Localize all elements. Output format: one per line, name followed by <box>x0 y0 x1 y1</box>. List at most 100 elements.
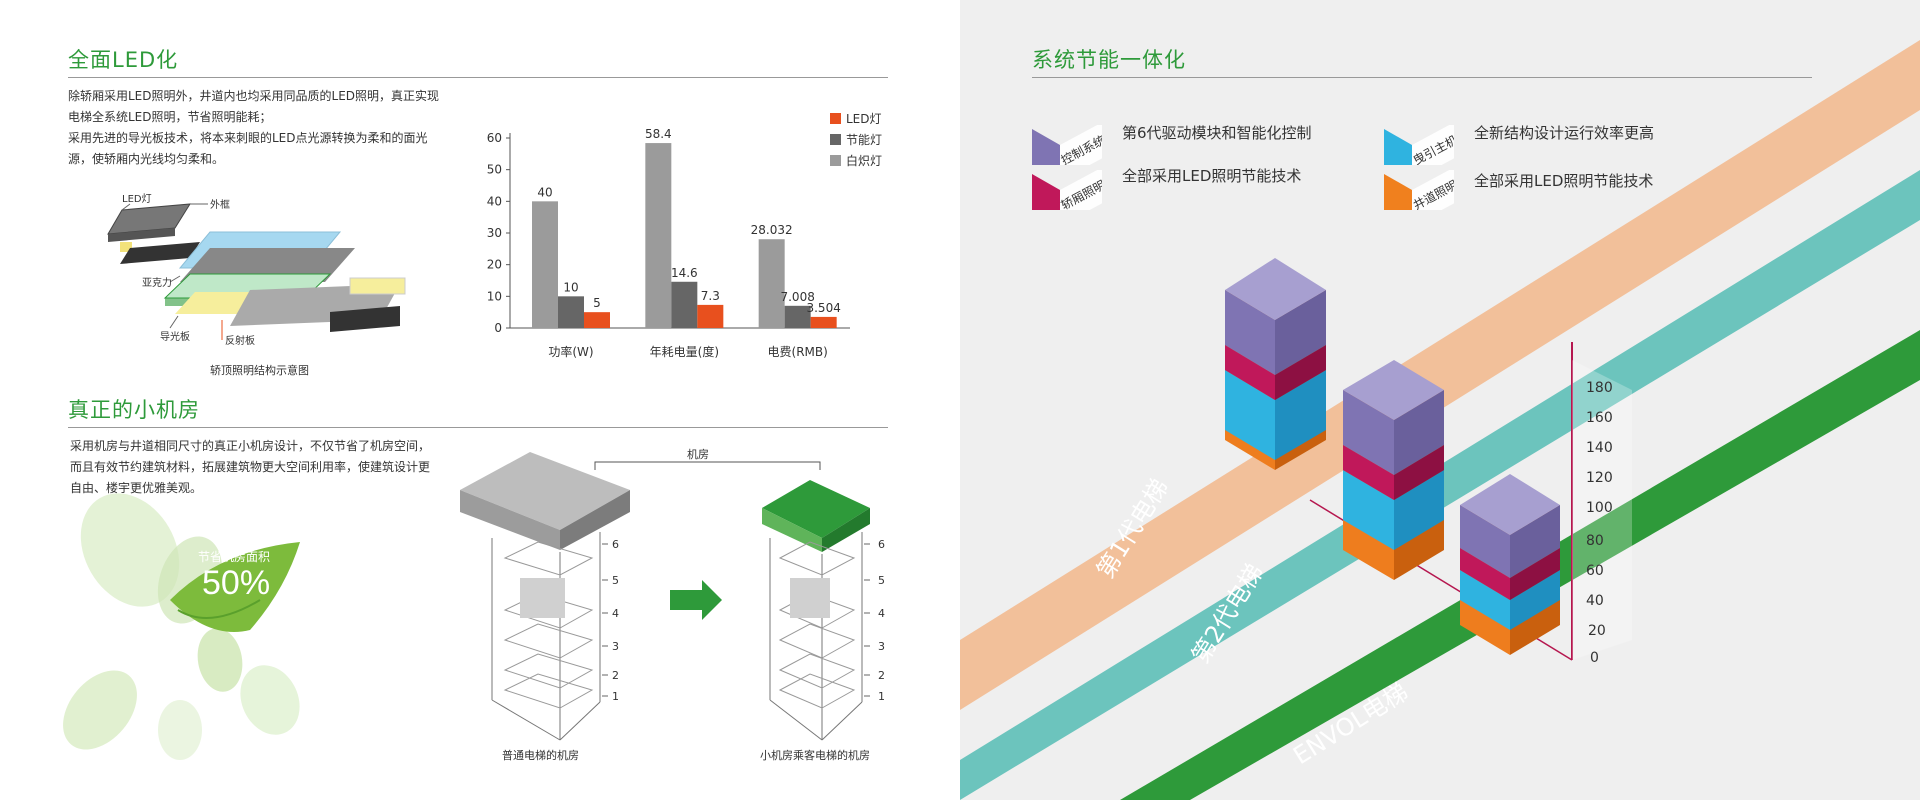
bar <box>697 304 724 328</box>
scale-label: 140 <box>1586 440 1613 456</box>
envol-stack <box>1460 474 1560 655</box>
scale-label: 20 <box>1588 623 1606 639</box>
y-tick-label: 50 <box>487 163 502 177</box>
bar-value-label: 7.008 <box>780 290 814 304</box>
tag-car-lighting: 轿厢照明 <box>1032 170 1102 210</box>
led-paragraph-line: 源，使轿厢内光线均匀柔和。 <box>68 152 225 166</box>
normal-floors <box>503 541 594 709</box>
floor-number: 1 <box>612 690 619 703</box>
room-paragraph-line: 自由、楼宇更优雅美观。 <box>70 481 203 495</box>
small-shaft <box>769 532 863 741</box>
badge-value: 50% <box>202 564 271 602</box>
scale-label: 180 <box>1586 380 1613 396</box>
y-tick-label: 30 <box>487 226 502 240</box>
scale-label: 40 <box>1586 593 1604 609</box>
legend-label: 节能灯 <box>846 133 883 147</box>
bar-value-label: 14.6 <box>671 266 698 280</box>
led-strip-side <box>108 228 175 242</box>
bar <box>584 312 610 328</box>
lighting-structure-diagram: LED灯 外框 亚克力 导光板 反射板 <box>107 193 406 347</box>
acrylic-leader <box>169 275 181 283</box>
tag-control-system: 控制系统 <box>1032 125 1102 165</box>
small-room-left <box>762 508 822 552</box>
legend-swatch <box>830 134 841 145</box>
bar <box>558 296 584 328</box>
small-floors <box>778 541 856 709</box>
normal-room-top <box>460 452 630 530</box>
normal-room-left <box>460 490 560 550</box>
floor-number: 6 <box>878 538 885 551</box>
y-tick-label: 20 <box>487 258 502 272</box>
led-section-rule <box>68 77 888 78</box>
diagram-label-acrylic: 亚克力 <box>142 276 172 289</box>
floor-ticks <box>602 543 870 697</box>
led-paragraph-line: 电梯全系统LED照明，节省照明能耗； <box>68 110 272 124</box>
machine-room-diagram: 机房 <box>460 447 885 741</box>
small-room-top <box>762 480 870 538</box>
room-connector-line <box>594 461 821 470</box>
guide-leader <box>169 315 179 329</box>
normal-floor-numbers: 1 2 3 4 5 6 <box>612 538 619 703</box>
bar-value-label: 7.3 <box>701 289 720 303</box>
normal-room-right <box>560 490 630 550</box>
bar-value-label: 10 <box>563 280 578 294</box>
y-tick-label: 10 <box>487 289 502 303</box>
legend-label: LED灯 <box>846 112 882 126</box>
leaf-shape <box>158 700 202 760</box>
bar <box>645 143 672 328</box>
room-paragraph-line: 而且有效节约建筑材料，拓展建筑物更大空间利用率，使建筑设计更 <box>70 460 431 474</box>
led-paragraph-line: 除轿厢采用LED照明外，井道内也均采用同品质的LED照明，真正实现 <box>68 89 440 103</box>
led-strip-shape <box>107 203 191 235</box>
tag-shaft-lighting: 井道照明 <box>1384 170 1454 210</box>
room-label: 机房 <box>687 447 709 461</box>
bar <box>671 281 698 328</box>
caption-normal-room: 普通电梯的机房 <box>502 749 579 762</box>
diagram-caption: 轿顶照明结构示意图 <box>210 364 309 377</box>
y-tick-label: 40 <box>487 194 502 208</box>
led-paragraph-line: 采用先进的导光板技术，将本来刺眼的LED点光源转换为柔和的面光 <box>68 131 428 145</box>
floor-number: 2 <box>878 669 885 682</box>
scale-label: 100 <box>1586 500 1613 516</box>
scale-plate <box>1572 360 1632 660</box>
legend-item: LED灯 <box>830 110 882 127</box>
stripe-gen1 <box>960 40 1920 710</box>
room-section-title: 真正的小机房 <box>68 398 200 422</box>
floor-number: 5 <box>612 574 619 587</box>
bar <box>810 316 837 328</box>
legend-label: 白炽灯 <box>846 154 883 168</box>
bar-value-label: 28.032 <box>751 223 793 237</box>
bottom-bar-shape <box>330 306 400 332</box>
floor-number: 4 <box>878 607 885 620</box>
caption-small-room: 小机房乘客电梯的机房 <box>760 749 870 762</box>
diagram-label-frame: 外框 <box>210 198 230 211</box>
floor-number: 4 <box>612 607 619 620</box>
floor-number: 1 <box>878 690 885 703</box>
right-page: 0 20 40 60 80 100 120 140 160 180 第1代电梯 … <box>960 0 1920 800</box>
diagram-label-light-guide: 导光板 <box>160 330 190 343</box>
y-tick-label: 0 <box>494 321 502 335</box>
category-label: 电费(RMB) <box>768 345 828 359</box>
feature-text-shaft-lighting: 全部采用LED照明节能技术 <box>1474 172 1654 190</box>
small-floor-numbers: 1 2 3 4 5 6 <box>878 538 885 703</box>
category-label: 功率(W) <box>548 344 593 359</box>
leaves-illustration <box>63 493 300 760</box>
bar-value-label: 5 <box>593 296 601 310</box>
feature-text-control: 第6代驱动模块和智能化控制 <box>1122 124 1312 142</box>
scale-label: 0 <box>1590 650 1599 666</box>
y-tick-label: 60 <box>487 131 502 145</box>
arrow-right-icon <box>670 580 722 620</box>
floor-number: 3 <box>612 640 619 653</box>
tag-traction-machine: 曳引主机 <box>1384 125 1454 165</box>
legend-item: 节能灯 <box>830 131 882 148</box>
feature-text-traction: 全新结构设计运行效率更高 <box>1474 124 1655 142</box>
diagram-label-led: LED灯 <box>122 193 152 205</box>
badge-label: 节省机房面积 <box>198 550 271 564</box>
scale-label: 120 <box>1586 470 1613 486</box>
normal-car-shape <box>520 578 565 618</box>
bar-value-label: 58.4 <box>645 127 672 141</box>
energy-infographic: 0 20 40 60 80 100 120 140 160 180 第1代电梯 … <box>960 40 1920 800</box>
led-light-shape <box>120 242 132 252</box>
led-leader <box>121 203 131 211</box>
